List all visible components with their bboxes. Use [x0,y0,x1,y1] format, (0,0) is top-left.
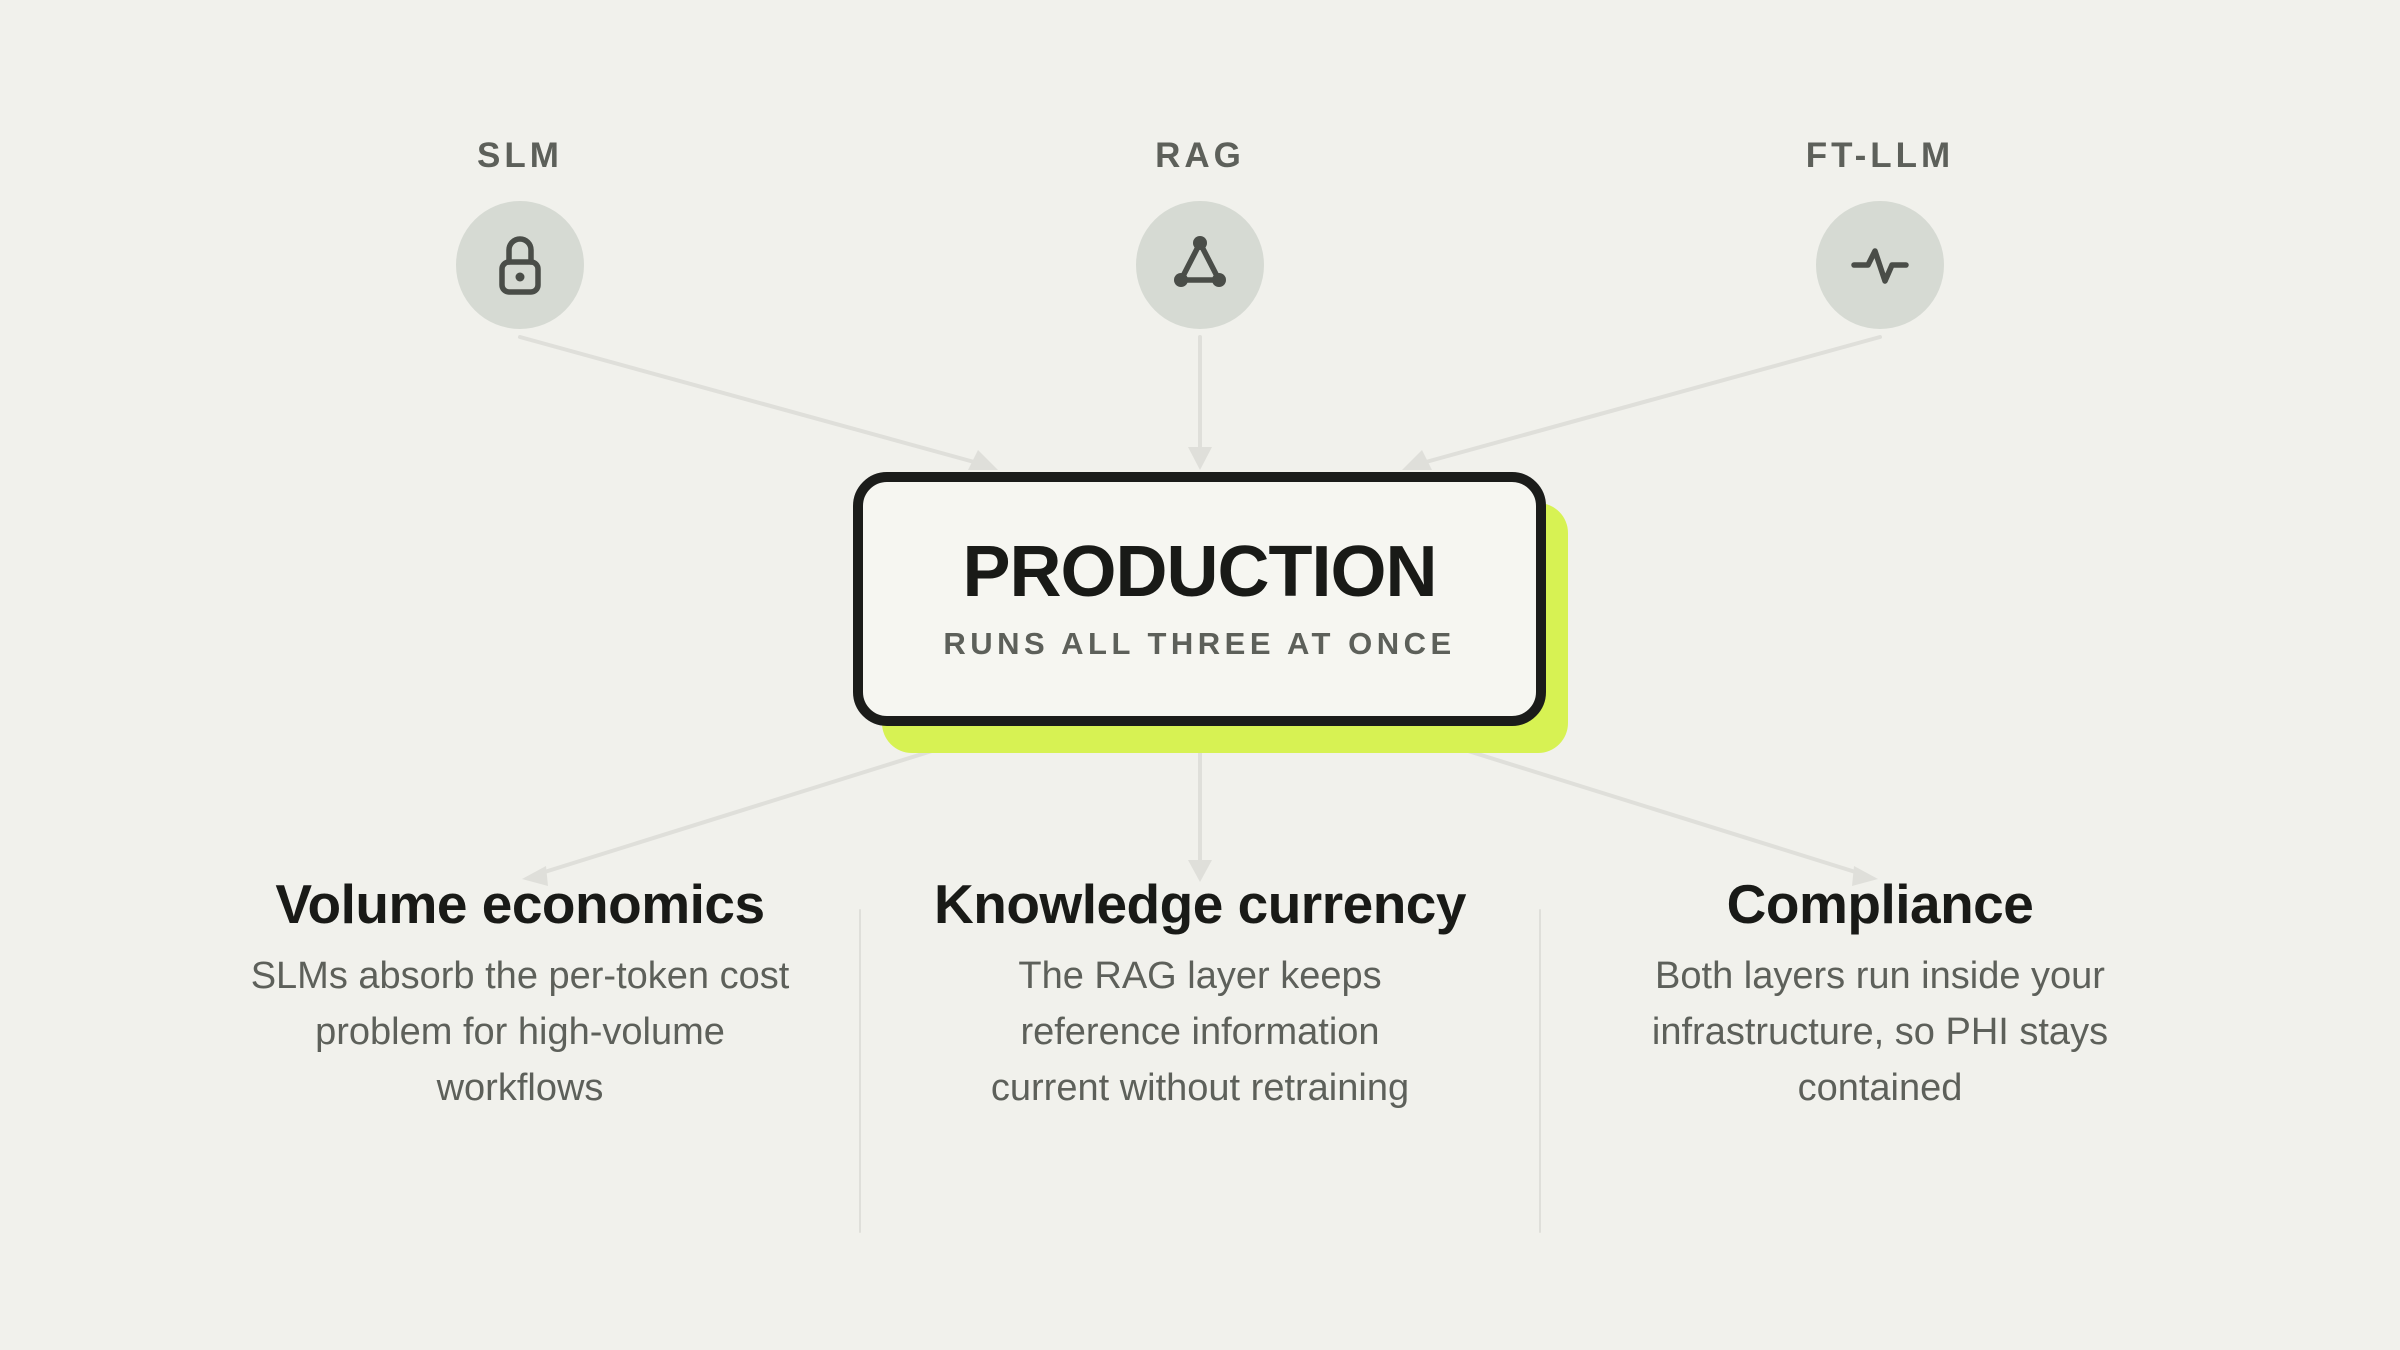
outcome-knowledge-currency: Knowledge currency The RAG layer keeps r… [900,868,1500,1116]
arrowhead-knowledge [1188,860,1212,882]
connector-ftllm-to-production [1413,335,1882,467]
arrowhead-compliance [1852,866,1878,886]
arrowhead-slm [968,450,998,470]
connector-production-to-volume [533,748,937,877]
source-node-ftllm [1816,201,1944,329]
connector-slm-to-production [518,335,987,467]
production-box: PRODUCTION RUNS ALL THREE AT ONCE [853,472,1546,726]
pulse-icon [1851,248,1909,284]
arrowhead-ftllm [1402,450,1432,470]
outcome-description: The RAG layer keeps reference informatio… [990,955,1410,1109]
source-node-rag [1136,201,1264,329]
source-label-ftllm: FT-LLM [1805,136,1955,175]
connector-production-to-compliance [1463,748,1867,877]
arrowhead-rag [1188,447,1212,470]
production-title: PRODUCTION [962,532,1438,612]
source-node-slm [456,201,584,329]
lock-icon [499,236,541,295]
outcome-title: Volume economics [275,873,765,935]
outcome-volume-economics: Volume economics SLMs absorb the per-tok… [220,868,820,1116]
arrowhead-volume [522,866,548,886]
outcome-title: Compliance [1726,873,2034,935]
source-label-rag: RAG [1155,136,1245,175]
production-subtitle: RUNS ALL THREE AT ONCE [943,626,1456,661]
network-triangle-icon [1174,236,1226,287]
source-label-slm: SLM [477,136,563,175]
outcome-description: SLMs absorb the per-token cost problem f… [250,955,790,1109]
outcome-description: Both layers run inside your infrastructu… [1651,955,2109,1109]
outcome-title: Knowledge currency [934,873,1466,935]
outcome-compliance: Compliance Both layers run inside your i… [1580,868,2180,1116]
